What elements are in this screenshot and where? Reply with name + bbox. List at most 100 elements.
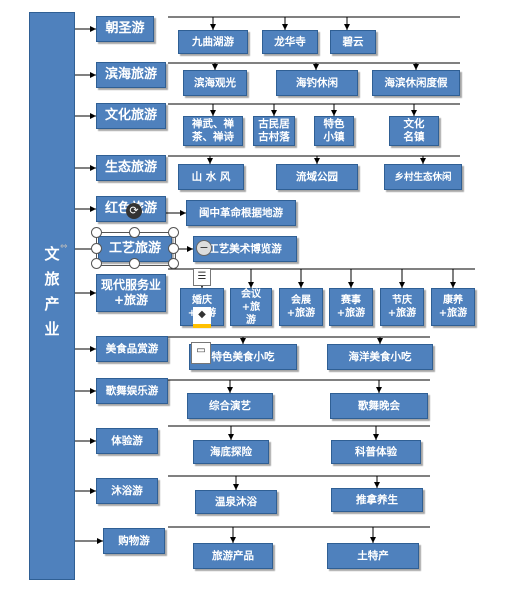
sub-label: 文化名镇 (403, 118, 425, 143)
arrow-head (376, 387, 382, 393)
sub-box-jiuqu[interactable]: 九曲湖游 (178, 30, 248, 54)
sub-box-longhua[interactable]: 龙华寺 (262, 30, 318, 54)
arrow-head (370, 537, 376, 543)
arrow-head (207, 158, 213, 164)
sub-box-tutechan[interactable]: 土特产 (327, 543, 419, 569)
sub-box-haiyang-meishi[interactable]: 海洋美食小吃 (327, 344, 433, 370)
sub-box-minzhong[interactable]: 闽中革命根据地游 (186, 200, 296, 226)
resize-handle-nw[interactable] (91, 227, 102, 238)
arrow-head (240, 338, 246, 344)
layout-options-icon[interactable]: ☰ (193, 268, 211, 286)
arrow-head (230, 537, 236, 543)
category-box-meishi[interactable]: 美食品赏游 (96, 336, 168, 362)
arrow-head (187, 246, 193, 252)
arrow-head (233, 484, 239, 490)
arrow-head (90, 165, 96, 171)
rotate-icon[interactable]: ⟳ (126, 203, 142, 219)
sub-box-gumin[interactable]: 古民居古村落 (253, 116, 295, 146)
category-box-xiandai[interactable]: 现代服务业+旅游 (96, 274, 166, 312)
sub-box-biyun[interactable]: 碧云 (330, 30, 376, 54)
move-arrow-icon: ⇔ (60, 242, 68, 252)
sub-box-lvyou-chanpin[interactable]: 旅游产品 (193, 543, 273, 569)
arrow-head (210, 24, 216, 30)
sub-label: 节庆+旅游 (387, 295, 417, 319)
shape-outline-icon[interactable]: ▭ (191, 342, 211, 364)
arrow-head (271, 110, 277, 116)
category-label: 生态旅游 (104, 160, 157, 175)
category-box-gongyi[interactable]: 工艺旅游 (98, 236, 172, 262)
category-label: 购物游 (118, 534, 150, 547)
sub-label: 科普体验 (355, 445, 397, 458)
arrow-head (413, 64, 419, 70)
category-label: 歌舞娱乐游 (105, 384, 159, 397)
category-box-tiyan[interactable]: 体验游 (96, 428, 158, 454)
category-box-muyu[interactable]: 沐浴游 (96, 478, 158, 504)
category-box-shengtai[interactable]: 生态旅游 (96, 155, 166, 181)
sub-label: 歌舞晚会 (358, 399, 400, 412)
resize-handle-se[interactable] (168, 258, 179, 269)
sub-box-xiangcun[interactable]: 乡村生态休闲 (384, 164, 462, 190)
sub-label: 旅游产品 (212, 549, 254, 562)
category-box-binhai[interactable]: 滨海旅游 (96, 62, 166, 88)
resize-handle-e[interactable] (168, 243, 179, 254)
sub-box-haidiao[interactable]: 海钓休闲 (276, 70, 358, 96)
sub-label: 特色美食小吃 (211, 350, 275, 363)
sub-box-tuina[interactable]: 推拿养生 (331, 488, 423, 512)
sub-box-liuyu[interactable]: 流域公园 (276, 164, 358, 190)
sub-box-chanwu[interactable]: 禅武、禅茶、禅诗 (183, 116, 243, 146)
sub-box-tese-xiaozhen[interactable]: 特色小镇 (314, 116, 354, 146)
sub-box-gewu-wanhui[interactable]: 歌舞晚会 (330, 393, 428, 419)
sub-box-saishi[interactable]: 赛事+旅游 (329, 288, 373, 326)
minus-circle-icon[interactable]: − (196, 240, 212, 256)
root-box-wenlv[interactable]: 文旅产业 (29, 12, 75, 580)
sub-label: 海洋美食小吃 (348, 350, 412, 363)
sub-box-binhai-guanguang[interactable]: 滨海观光 (183, 70, 247, 96)
arrow-head (228, 434, 234, 440)
arrow-head (90, 26, 96, 32)
sub-label: 碧云 (342, 35, 364, 48)
sub-label: 古民居古村落 (258, 118, 290, 143)
category-label: 朝圣游 (105, 21, 145, 36)
sub-box-huizhan[interactable]: 会展+旅游 (279, 288, 323, 326)
category-label: 工艺旅游 (108, 241, 161, 256)
sub-box-wenquan[interactable]: 温泉沐浴 (195, 490, 277, 514)
sub-box-haidi-tanxian[interactable]: 海底探险 (193, 440, 269, 464)
sub-box-kangyang[interactable]: 康养+旅游 (431, 288, 475, 326)
arrow-head (97, 538, 103, 544)
sub-label: 特色小镇 (323, 118, 345, 143)
arrow-head (348, 282, 354, 288)
sub-label: 会议+旅游 (241, 288, 261, 326)
sub-box-haibin-dujia[interactable]: 海滨休闲度假 (372, 70, 460, 96)
arrow-head (420, 158, 426, 164)
sub-label: 海钓休闲 (296, 76, 338, 89)
sub-box-kepu-tiyan[interactable]: 科普体验 (331, 440, 421, 464)
sub-label: 龙华寺 (274, 35, 306, 48)
resize-handle-n[interactable] (129, 227, 140, 238)
arrow-head (248, 282, 254, 288)
category-box-wenhua[interactable]: 文化旅游 (96, 103, 166, 129)
sub-box-shanshuifeng[interactable]: 山 水 风 (178, 164, 244, 190)
sub-label: 康养+旅游 (438, 295, 468, 319)
arrow-head (90, 346, 96, 352)
resize-handle-ne[interactable] (168, 227, 179, 238)
paint-bucket-icon[interactable]: ◆ (193, 307, 211, 325)
category-box-chaosheng[interactable]: 朝圣游 (96, 16, 154, 42)
sub-box-wenhua-mingzhen[interactable]: 文化名镇 (389, 116, 439, 146)
resize-handle-w[interactable] (91, 243, 102, 254)
sub-label: 会展+旅游 (286, 295, 316, 319)
category-box-gewu[interactable]: 歌舞娱乐游 (96, 378, 168, 404)
category-box-gouwu[interactable]: 购物游 (103, 528, 165, 554)
sub-label: 综合演艺 (209, 399, 251, 412)
arrow-head (90, 290, 96, 296)
sub-box-zonghe-yanyi[interactable]: 综合演艺 (187, 393, 273, 419)
sub-box-jieqing[interactable]: 节庆+旅游 (380, 288, 424, 326)
resize-handle-s[interactable] (129, 258, 140, 269)
arrow-head (298, 282, 304, 288)
arrow-head (282, 24, 288, 30)
category-label: 文化旅游 (104, 108, 157, 123)
arrow-head (399, 282, 405, 288)
sub-box-huiyi[interactable]: 会议+旅游 (230, 288, 272, 326)
resize-handle-sw[interactable] (91, 258, 102, 269)
sub-label: 乡村生态休闲 (394, 171, 452, 183)
